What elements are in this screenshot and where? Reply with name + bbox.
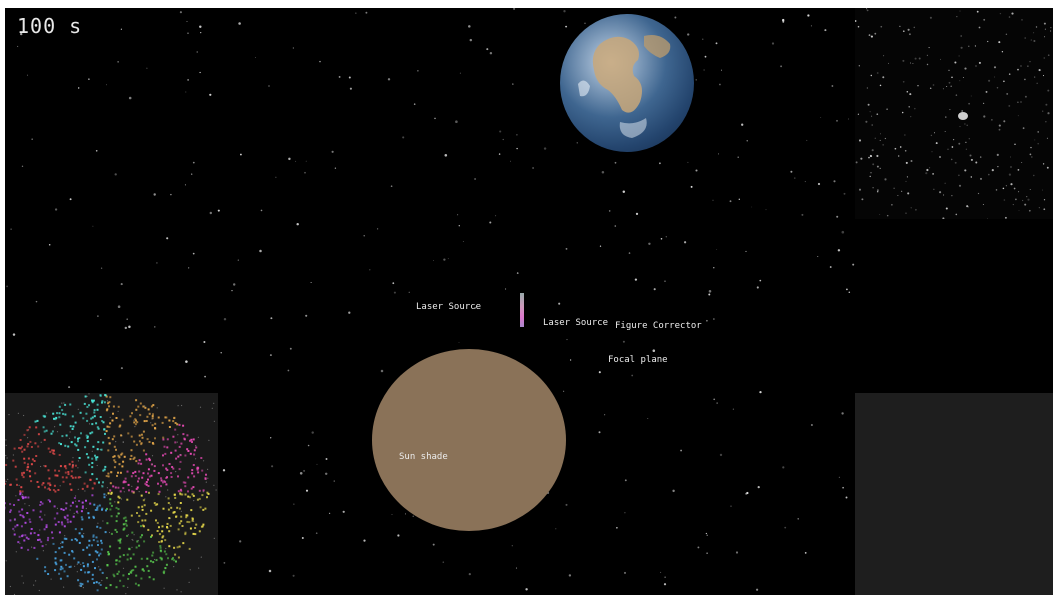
earth-icon bbox=[560, 14, 694, 152]
focal-plane-label: Focal plane bbox=[608, 355, 668, 365]
sun-shade-label: Sun shade bbox=[399, 452, 448, 462]
simulation-time-readout: 100 s bbox=[17, 14, 83, 38]
focal-plane-spot-panel bbox=[5, 393, 218, 595]
laser-source-label-2: Laser Source bbox=[543, 318, 609, 328]
simulation-viewport: 100 s Sun shade Laser Source Laser Sourc… bbox=[5, 8, 1053, 595]
laser-source-label-1: Laser Source bbox=[416, 302, 482, 312]
star-tracker-view bbox=[855, 8, 1052, 219]
black-view-panel bbox=[855, 219, 1053, 393]
star-tracker-panel bbox=[855, 8, 1053, 219]
spot-diagram bbox=[5, 393, 217, 595]
figure-corrector-label: Figure Corrector bbox=[615, 321, 702, 331]
sun-shade-disc bbox=[372, 349, 566, 531]
laser-source-icon bbox=[520, 293, 524, 327]
empty-view-panel bbox=[855, 393, 1053, 595]
earth-continents bbox=[578, 35, 671, 138]
